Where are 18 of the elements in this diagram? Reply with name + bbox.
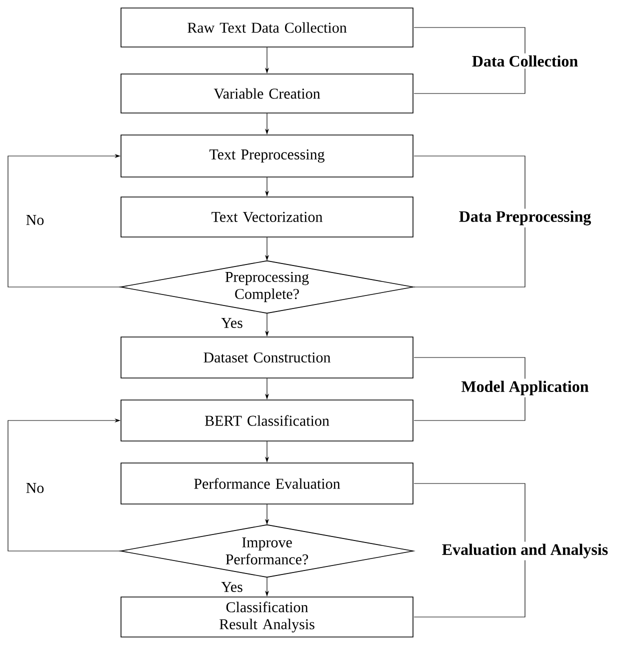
process-box: BERT Classification — [120, 400, 414, 442]
process-box: Text Preprocessing — [120, 134, 414, 178]
process-box: Variable Creation — [120, 74, 414, 114]
process-box: Text Vectorization — [120, 196, 414, 238]
arrow — [8, 154, 122, 288]
section-label: Data Collection — [470, 53, 580, 69]
section-label: Model Application — [459, 378, 591, 398]
edge-label: No — [24, 482, 46, 494]
process-box: Raw Text Data Collection — [120, 8, 414, 48]
process-box: Dataset Construction — [120, 336, 414, 378]
process-box: Classification Result Analysis — [120, 596, 414, 638]
edge-label: No — [24, 214, 46, 226]
edge-label: Yes — [220, 317, 244, 329]
section-label: Data Preprocessing — [456, 208, 594, 228]
section-label: Evaluation and Analysis — [440, 542, 610, 560]
process-box: Performance Evaluation — [120, 462, 414, 504]
edge-label: Yes — [220, 581, 244, 593]
arrow — [8, 418, 122, 552]
